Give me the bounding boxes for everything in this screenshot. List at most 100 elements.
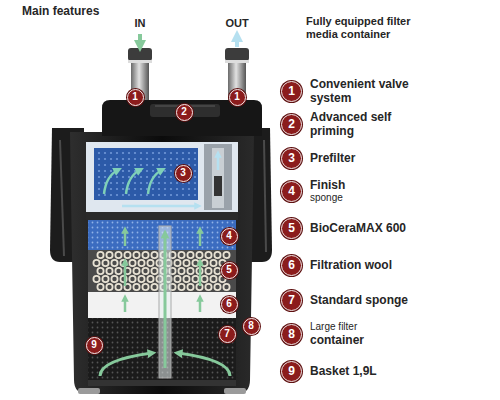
feature-item: 9Basket 1,9L: [281, 361, 422, 382]
ceramic-ring: [133, 268, 139, 274]
number-badge: 2: [281, 114, 302, 135]
feature-item: 8Large filtercontainer: [281, 321, 422, 347]
flow-arrow: [124, 262, 127, 286]
number-badge: 4: [281, 181, 302, 202]
ceramic-ring: [142, 268, 148, 274]
callout-number: 1: [288, 85, 295, 97]
callout-text: 6: [226, 299, 232, 309]
ceramic-ring: [138, 260, 144, 266]
valve-ring: [225, 60, 249, 63]
callout-number: 3: [175, 165, 192, 182]
flow-arrow: [199, 298, 202, 312]
feature-name: container: [310, 333, 422, 347]
ceramic-ring: [111, 260, 117, 266]
ceramic-ring: [201, 260, 207, 266]
callout-number: 2: [288, 118, 295, 130]
feature-name: Standard sponge: [310, 293, 422, 307]
flow-arrow: [164, 234, 167, 368]
ceramic-ring: [147, 276, 153, 282]
callout-number: 3: [288, 152, 295, 164]
ceramic-ring: [151, 284, 157, 290]
callout-text: 8: [248, 321, 254, 331]
callout-text: 5: [226, 265, 232, 275]
callout-text: 4: [226, 231, 232, 241]
ceramic-ring: [183, 260, 189, 266]
ceramic-ring: [93, 260, 99, 266]
feature-text: Finishsponge: [310, 178, 422, 204]
impeller-chamber: [204, 144, 232, 210]
callout-text: 7: [224, 329, 230, 339]
callout-number: 7: [219, 326, 236, 343]
ceramic-ring: [147, 260, 153, 266]
ceramic-ring: [178, 284, 184, 290]
ceramic-ring: [223, 284, 229, 290]
feature-name: Finish: [310, 178, 422, 192]
ceramic-ring: [187, 252, 193, 258]
feature-name: Large filter: [310, 321, 422, 333]
callout-text: 2: [181, 107, 187, 117]
flow-arrow: [178, 353, 230, 376]
flow-arrow: [100, 353, 152, 376]
ceramic-ring: [201, 276, 207, 282]
flow-arrow: [148, 170, 162, 194]
ceramic-ring: [93, 276, 99, 282]
ceramic-ring: [124, 252, 130, 258]
callout-number: 2: [176, 104, 193, 121]
ceramic-ring: [223, 252, 229, 258]
ceramic-ring: [129, 260, 135, 266]
valve-knob: [225, 48, 249, 61]
feature-text: Convenient valve system: [310, 77, 422, 105]
feature-name: Filtration wool: [310, 258, 422, 272]
ceramic-ring: [151, 252, 157, 258]
feature-text: Large filtercontainer: [310, 321, 422, 347]
feature-item: 6 Filtration wool: [281, 255, 422, 276]
flow-arrow: [199, 230, 202, 246]
callout-number: 6: [288, 259, 295, 271]
ceramic-ring: [142, 252, 148, 258]
ceramic-ring: [214, 268, 220, 274]
feature-name: Prefilter: [310, 151, 422, 165]
callout-number: 6: [221, 296, 238, 313]
ceramic-ring: [142, 284, 148, 290]
ceramic-ring: [106, 252, 112, 258]
flow-arrow: [124, 298, 127, 312]
number-badge: 7: [281, 290, 302, 311]
feature-text: Standard sponge: [310, 293, 422, 307]
media-container: [88, 220, 236, 386]
callout-number: 9: [86, 337, 103, 354]
impeller-tube: [212, 148, 224, 208]
ceramic-ring: [138, 276, 144, 282]
ceramic-ring: [106, 284, 112, 290]
ceramic-ring: [214, 284, 220, 290]
ceramic-ring: [214, 252, 220, 258]
feature-item: 3 Prefilter: [281, 148, 422, 169]
ceramic-ring: [196, 252, 202, 258]
ceramic-ring: [187, 284, 193, 290]
center-tube: [159, 226, 171, 378]
highlight: [60, 140, 64, 256]
feature-item: 1 Convenient valve system: [281, 77, 422, 105]
callout-number: 1: [127, 89, 144, 106]
ceramic-ring: [178, 268, 184, 274]
impeller-rotor: [214, 176, 222, 196]
ceramic-ring: [133, 252, 139, 258]
ceramic-ring: [210, 260, 216, 266]
flow-arrow: [126, 170, 140, 194]
foot: [78, 388, 100, 394]
flow-arrow: [217, 154, 220, 170]
ceramic-ring: [187, 268, 193, 274]
ceramic-ring: [174, 276, 180, 282]
ceramic-ring: [129, 276, 135, 282]
feature-name: Basket 1,9L: [310, 364, 422, 378]
ceramic-ring: [115, 252, 121, 258]
ceramic-ring: [205, 252, 211, 258]
callout-text: 1: [234, 92, 240, 102]
feature-text: BioCeraMAX 600: [310, 221, 422, 235]
basket-rim: [88, 380, 236, 386]
ceramic-ring: [97, 268, 103, 274]
feature-text: Basket 1,9L: [310, 364, 422, 378]
ceramic-ring: [151, 268, 157, 274]
callout-number: 8: [243, 318, 260, 335]
callout-number: 4: [288, 185, 295, 197]
